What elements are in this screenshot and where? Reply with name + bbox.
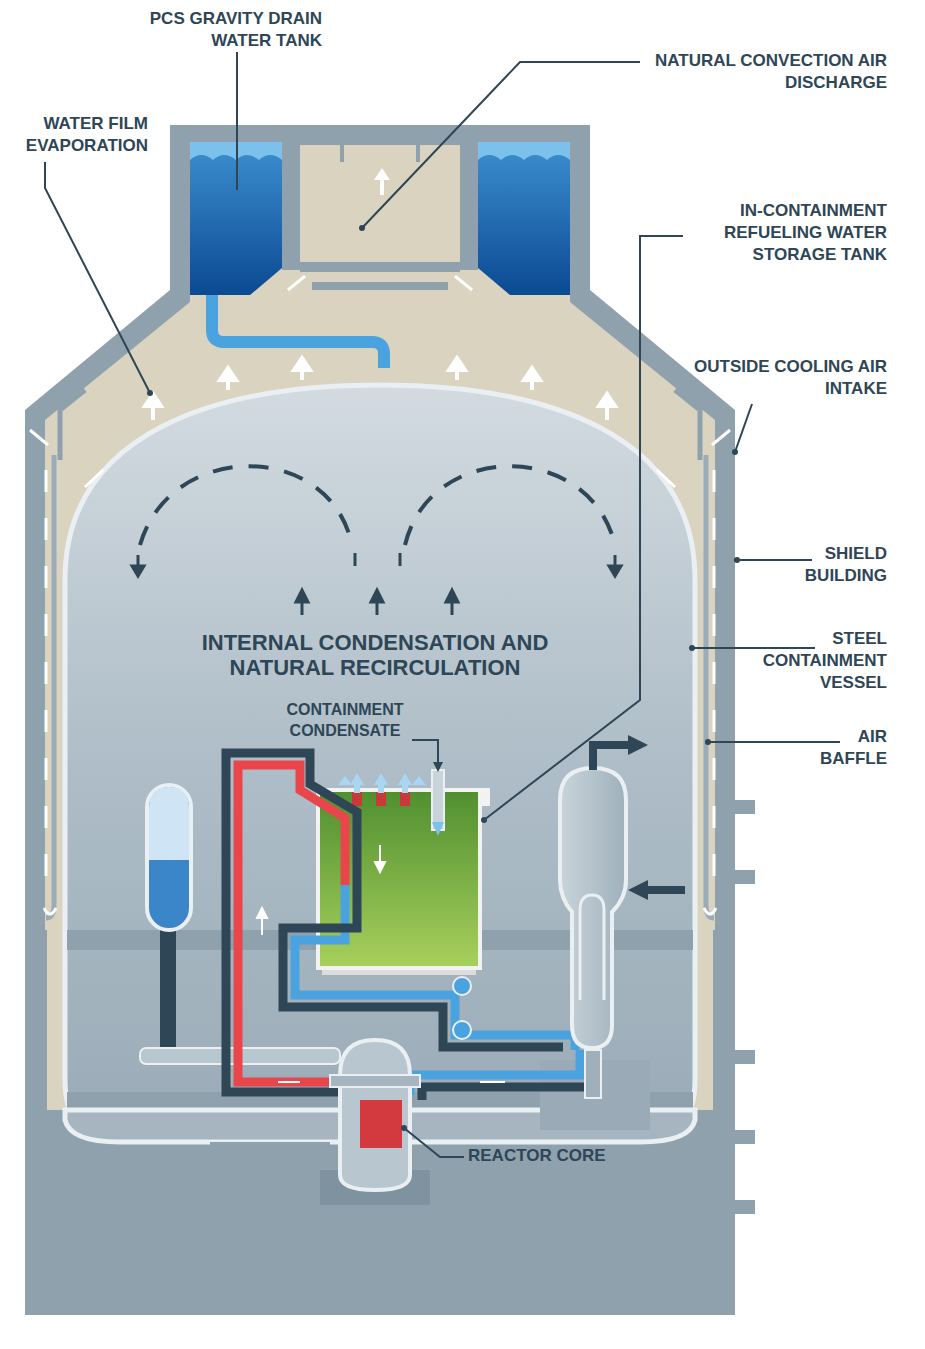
callout-label: STEEL CONTAINMENT VESSEL: [747, 628, 887, 694]
callout-label: OUTSIDE COOLING AIR INTAKE: [687, 356, 887, 400]
callout-label: AIR BAFFLE: [787, 726, 887, 770]
callout-label: REACTOR CORE: [468, 1145, 668, 1167]
callout-label: SHIELD BUILDING: [767, 543, 887, 587]
callout-label: WATER FILM EVAPORATION: [0, 113, 148, 157]
callout-label: CONTAINMENT CONDENSATE: [245, 700, 445, 742]
callout-label: NATURAL CONVECTION AIR DISCHARGE: [647, 50, 887, 94]
callout-label: INTERNAL CONDENSATION AND NATURAL RECIRC…: [160, 630, 590, 681]
callout-label: PCS GRAVITY DRAIN WATER TANK: [112, 8, 322, 52]
callout-label: IN-CONTAINMENT REFUELING WATER STORAGE T…: [687, 200, 887, 266]
